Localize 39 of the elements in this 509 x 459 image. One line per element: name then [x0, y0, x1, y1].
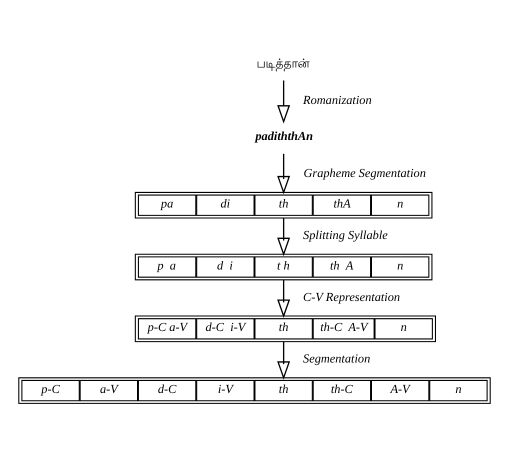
node-box: p-C a-V: [138, 318, 196, 340]
node-box: th: [254, 194, 313, 216]
cluster: [134, 315, 436, 342]
edge-label: Splitting Syllable: [303, 228, 388, 242]
node-box: th: [254, 380, 313, 402]
node-box: pa: [138, 194, 196, 216]
node-box: di: [196, 194, 255, 216]
node-box: n: [374, 318, 433, 340]
edge-label: Segmentation: [303, 352, 370, 366]
node-box: thA: [312, 194, 372, 216]
node-box: d-C i-V: [196, 318, 255, 340]
node-box: d-C: [138, 380, 196, 402]
node-box: n: [370, 194, 430, 216]
node-box: n: [370, 256, 430, 278]
edge-label: Romanization: [303, 92, 372, 107]
cluster: [134, 192, 432, 219]
edge-label: C-V Representation: [303, 290, 400, 304]
node-box: p a: [138, 256, 196, 278]
node-box: i-V: [196, 380, 255, 402]
arrow: [277, 280, 290, 318]
cluster: [134, 254, 432, 280]
node-box: th A: [312, 256, 372, 278]
node-box: A-V: [370, 380, 430, 402]
node-text: படித்தான்: [256, 56, 310, 71]
arrow: [277, 218, 290, 256]
node-box: a-V: [80, 380, 138, 402]
node-box: th: [254, 318, 313, 340]
node-box: n: [429, 380, 488, 402]
node-box: d i: [196, 256, 255, 278]
edge-label: Grapheme Segmentation: [303, 166, 426, 180]
arrow: [277, 342, 290, 380]
node-box: th-C A-V: [312, 318, 375, 340]
node-box: t h: [254, 256, 313, 278]
cluster: [18, 377, 491, 404]
arrow: [277, 80, 290, 124]
node-box: p-C: [21, 380, 80, 402]
arrow: [277, 154, 290, 194]
node-text: padiththAn: [255, 129, 314, 144]
node-box: th-C: [312, 380, 372, 402]
